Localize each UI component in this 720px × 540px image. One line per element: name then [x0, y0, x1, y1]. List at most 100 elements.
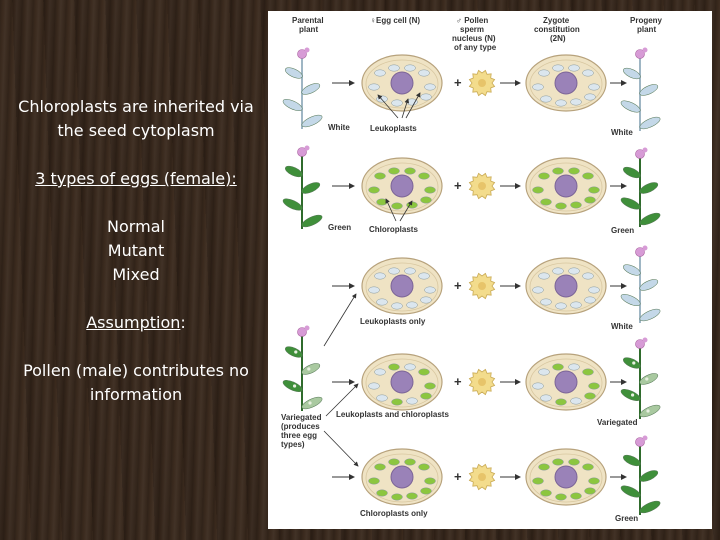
egg-cell-4 — [362, 354, 442, 410]
zygote-4-plastid-4 — [533, 383, 544, 389]
cross-row-1: + — [332, 55, 626, 111]
egg-cell-2-plastid-3 — [419, 173, 430, 179]
pollen-assumption-statement: Pollen (male) contributes no information — [10, 359, 262, 407]
zygote-1-plastid-3 — [583, 70, 594, 76]
zygote-5-plastid-9 — [585, 488, 596, 494]
egg-cell-4-plastid-8 — [407, 398, 418, 404]
zygote-5-plastid-0 — [539, 464, 550, 470]
egg-cell-5-plastid-3 — [419, 464, 430, 470]
zygote-3-plastid-8 — [571, 302, 582, 308]
header-pollen-4: of any type — [454, 43, 497, 52]
egg-types-heading: 3 types of eggs (female): — [10, 167, 262, 191]
pollen-4 — [469, 369, 494, 394]
zygote-5-plastid-3 — [583, 464, 594, 470]
zygote-5-nucleus — [555, 466, 577, 488]
parent-plant-green — [281, 146, 323, 230]
parent-plant-green-leaf-1 — [281, 196, 303, 212]
egg-cell-5-plastid-6 — [377, 490, 388, 496]
zygote-2-plastid-9 — [585, 197, 596, 203]
progeny-plant-white-leaf-3 — [622, 66, 642, 81]
egg-cell-5-plastid-7 — [392, 494, 403, 500]
zygote-2-plastid-7 — [556, 203, 567, 209]
parent-plant-variegated-bud — [305, 326, 310, 331]
plus-sign-4: + — [454, 374, 462, 389]
parent-plant-variegated-spot-2 — [307, 367, 310, 370]
zygote-1-plastid-7 — [556, 100, 567, 106]
label-white-progeny-2: White — [611, 322, 633, 331]
label-leuko-and-chloro: Leukoplasts and chloroplasts — [336, 410, 449, 419]
header-pollen-3: nucleus (N) — [452, 34, 496, 43]
pollen-1 — [469, 70, 494, 95]
egg-cell-5-plastid-9 — [421, 488, 432, 494]
cross-row-5: + — [332, 449, 626, 505]
egg-cell-5-plastid-2 — [405, 459, 416, 465]
zygote-2-plastid-1 — [553, 168, 564, 174]
progeny-plant-white-leaf-2 — [638, 82, 659, 98]
egg-cell-4-plastid-1 — [389, 364, 400, 370]
header-parental-2: plant — [299, 25, 318, 34]
label-green-progeny-1: Green — [611, 226, 634, 235]
pollen-3 — [469, 273, 494, 298]
egg-cell-2-plastid-5 — [425, 187, 436, 193]
zygote-3-plastid-9 — [585, 297, 596, 303]
progeny-plant-variegated — [619, 338, 661, 420]
zygote-1-plastid-9 — [585, 94, 596, 100]
progeny-plant-green-2-bud — [643, 436, 648, 441]
zygote-4-plastid-9 — [585, 393, 596, 399]
inheritance-figure: Parental plant ♀Egg cell (N) ♂ Pollen sp… — [268, 11, 712, 529]
pollen-5-nucleus — [478, 473, 486, 481]
progeny-plant-variegated-spot-2 — [645, 377, 648, 380]
zygote-4-plastid-3 — [583, 369, 594, 375]
zygote-5-plastid-7 — [556, 494, 567, 500]
zygote-1 — [526, 55, 606, 111]
plus-sign-5: + — [454, 469, 462, 484]
egg-cell-1-plastid-9 — [421, 94, 432, 100]
parent-plant-white-leaf-1 — [281, 97, 303, 113]
progeny-plant-white-leaf-0 — [638, 115, 661, 132]
egg-cell-3-plastid-8 — [407, 302, 418, 308]
zygote-3-plastid-5 — [589, 287, 600, 293]
progeny-plant-white-2-bud — [643, 246, 648, 251]
header-zygote: Zygote — [543, 16, 570, 25]
progeny-plant-green-leaf-0 — [638, 211, 661, 228]
egg-cell-5-plastid-0 — [375, 464, 386, 470]
zygote-1-plastid-1 — [553, 65, 564, 71]
zygote-1-plastid-2 — [569, 65, 580, 71]
progeny-plant-green — [619, 148, 661, 228]
zygote-4-nucleus — [555, 371, 577, 393]
egg-cell-1-plastid-0 — [375, 70, 386, 76]
parent-plant-variegated — [281, 326, 323, 412]
header-egg-cell: ♀Egg cell (N) — [370, 16, 420, 25]
parent-plant-white — [281, 48, 323, 130]
label-green-parent: Green — [328, 223, 351, 232]
progeny-plant-variegated-spot-0 — [646, 409, 649, 412]
egg-cell-4-plastid-2 — [405, 364, 416, 370]
zygote-5-plastid-6 — [541, 490, 552, 496]
egg-cell-5-plastid-4 — [369, 478, 380, 484]
zygote-3-plastid-1 — [553, 268, 564, 274]
progeny-plant-green-2 — [619, 436, 661, 516]
parent-plant-green-leaf-2 — [300, 180, 321, 196]
label-white-parent: White — [328, 123, 350, 132]
slide-text: Chloroplasts are inherited via the seed … — [10, 95, 262, 407]
egg-cell-4-plastid-4 — [369, 383, 380, 389]
pollen-1-nucleus — [478, 79, 486, 87]
egg-type-mixed: Mixed — [10, 263, 262, 287]
egg-cell-1-plastid-1 — [389, 65, 400, 71]
parent-plant-variegated-spot-0 — [308, 401, 311, 404]
egg-cell-4-plastid-6 — [377, 395, 388, 401]
egg-cell-1-nucleus — [391, 72, 413, 94]
parent-plant-green-leaf-0 — [300, 213, 323, 230]
pollen-2 — [469, 173, 494, 198]
zygote-3-nucleus — [555, 275, 577, 297]
egg-cell-5 — [362, 449, 442, 505]
progeny-plant-green-2-leaf-3 — [622, 453, 642, 468]
egg-cell-2 — [362, 158, 442, 214]
egg-cell-3-plastid-2 — [405, 268, 416, 274]
chloroplast-inheritance-statement: Chloroplasts are inherited via the seed … — [10, 95, 262, 143]
zygote-3-plastid-6 — [541, 299, 552, 305]
header-pollen: ♂ Pollen — [456, 16, 488, 25]
egg-cell-2-plastid-6 — [377, 199, 388, 205]
progeny-plant-white-2-leaf-0 — [638, 307, 661, 324]
parent-plant-variegated-spot-3 — [294, 350, 297, 353]
